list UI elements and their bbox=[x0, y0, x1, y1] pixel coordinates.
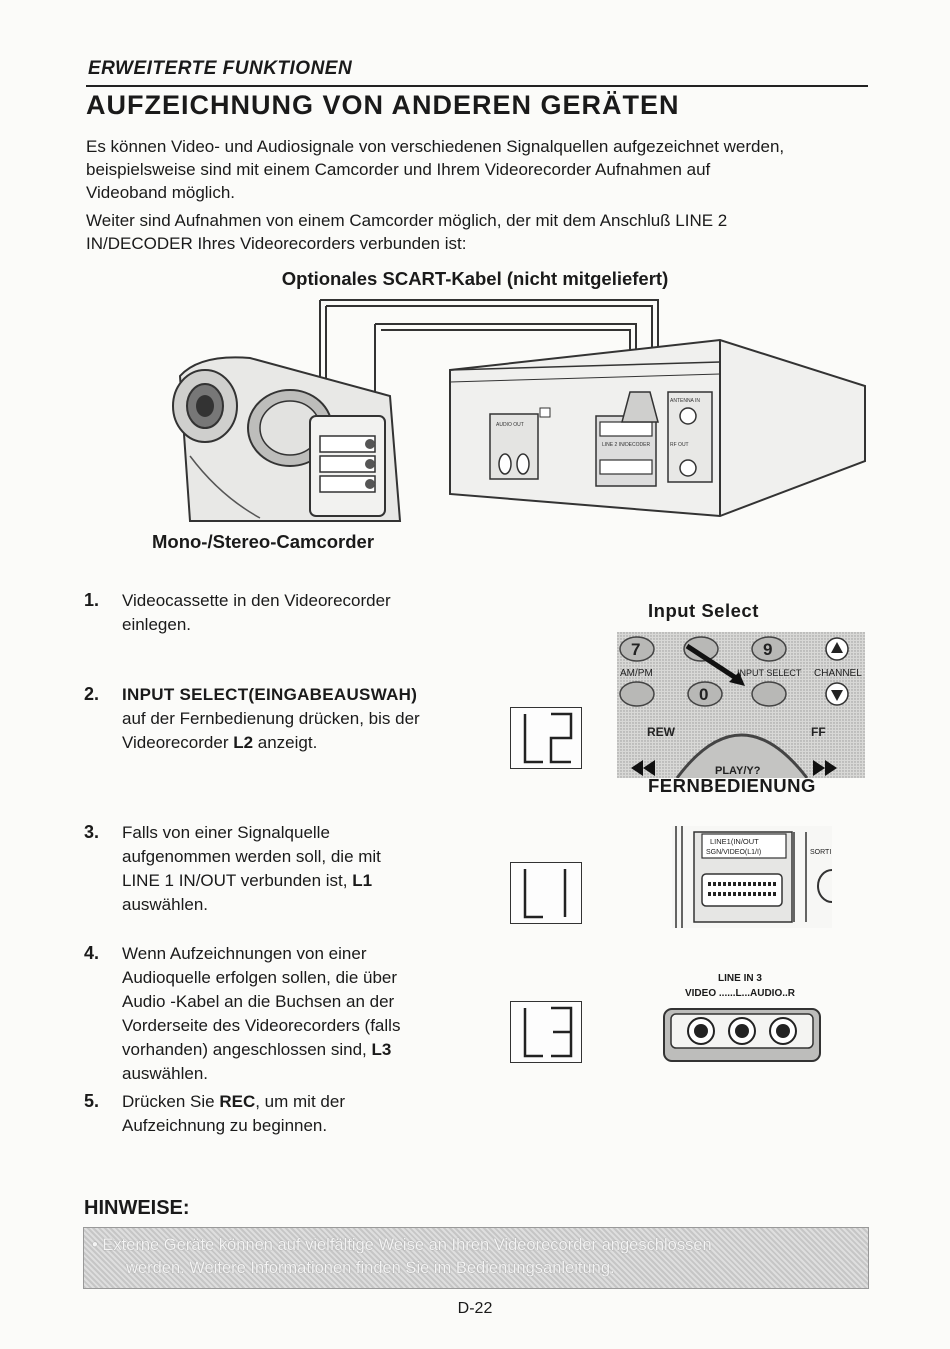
step-5-text: Drücken Sie REC, um mit der Aufzeichnung… bbox=[122, 1092, 345, 1135]
svg-text:SGN/VIDEO(L1/I): SGN/VIDEO(L1/I) bbox=[706, 849, 761, 856]
key-8[interactable] bbox=[683, 636, 719, 662]
cable-title: Optionales SCART-Kabel (nicht mitgeliefe… bbox=[281, 268, 669, 289]
front-panel-jacks bbox=[663, 1008, 821, 1062]
chevron-down-icon bbox=[831, 690, 843, 701]
step-4-text: Wenn Aufzeichnungen von einer Audioquell… bbox=[122, 944, 401, 1083]
arrow-icon bbox=[729, 672, 745, 686]
display-l3: L3 bbox=[510, 1001, 582, 1063]
rewind-icon bbox=[631, 760, 655, 776]
svg-text:INPUT SELECT: INPUT SELECT bbox=[737, 668, 802, 678]
vcr-illustration: AUDIO OUT LINE 2 IN/DECODER ANTENNA IN R… bbox=[449, 338, 866, 518]
notes-box bbox=[83, 1227, 869, 1289]
notes-heading: HINWEISE: bbox=[84, 1197, 190, 1219]
remote-caption-top: Input Select bbox=[648, 600, 759, 621]
intro-line: Videoband möglich. bbox=[86, 183, 236, 202]
step-3-text: Falls von einer Signalquelle aufgenommen… bbox=[122, 823, 381, 914]
svg-text:AM/PM: AM/PM bbox=[620, 668, 653, 679]
header-rule bbox=[86, 85, 868, 87]
vcr-label: LINE 2 IN/DECODER bbox=[602, 442, 650, 448]
notes-text: • Externe Geräte können auf vielfältige … bbox=[92, 1236, 712, 1277]
vcr-label: ANTENNA IN bbox=[670, 398, 700, 404]
remote-caption-bottom: FERNBEDIENUNG bbox=[648, 775, 816, 796]
step-1-text: Videocassette in den Videorecorder einle… bbox=[122, 591, 391, 634]
svg-text:SORTI: SORTI bbox=[810, 849, 831, 856]
camcorder-illustration bbox=[172, 356, 402, 522]
vcr-label: AUDIO OUT bbox=[496, 422, 524, 428]
scart-panel-illustration: LINE1(IN/OUT SGN/VIDEO(L1/I) SORTI bbox=[672, 826, 832, 928]
intro-line: Weiter sind Aufnahmen von einem Camcorde… bbox=[86, 211, 728, 230]
svg-text:PLAY/Y?: PLAY/Y? bbox=[715, 765, 761, 777]
svg-text:7: 7 bbox=[631, 640, 640, 659]
svg-text:CHANNEL: CHANNEL bbox=[814, 668, 862, 679]
step-number: 1. bbox=[84, 590, 100, 610]
audio-right-jack bbox=[776, 1024, 790, 1038]
section-label: ERWEITERTE FUNKTIONEN bbox=[88, 58, 353, 79]
key-9[interactable] bbox=[751, 636, 787, 662]
camcorder-label: Mono-/Stereo-Camcorder bbox=[152, 531, 375, 552]
connection-diagram: AUDIO OUT LINE 2 IN/DECODER ANTENNA IN R… bbox=[172, 299, 866, 522]
step-2-text: INPUT SELECT(EINGABEAUSWAH) auf der Fern… bbox=[122, 683, 452, 755]
input-select-button[interactable] bbox=[751, 681, 787, 707]
svg-text:REW: REW bbox=[647, 725, 676, 739]
page-number: D-22 bbox=[457, 1300, 493, 1317]
pause-button[interactable] bbox=[619, 681, 655, 707]
scart-socket bbox=[701, 873, 783, 907]
fast-forward-icon bbox=[813, 760, 837, 776]
step-number: 3. bbox=[84, 822, 100, 842]
input-select-instruction: INPUT SELECT(EINGABEAUSWAH) bbox=[122, 685, 418, 704]
vcr-label: RF OUT bbox=[670, 442, 689, 448]
svg-text:0: 0 bbox=[699, 685, 708, 704]
page-title: AUFZEICHNUNG VON ANDEREN GERÄTEN bbox=[86, 90, 680, 120]
key-7[interactable] bbox=[619, 636, 655, 662]
intro-line: beispielsweise sind mit einem Camcorder … bbox=[86, 160, 711, 179]
intro-line: IN/DECODER Ihres Videorecorders verbunde… bbox=[86, 234, 467, 253]
display-l1: L1 bbox=[510, 862, 582, 924]
step-number: 5. bbox=[84, 1091, 100, 1111]
video-jack bbox=[694, 1024, 708, 1038]
step-number: 4. bbox=[84, 943, 100, 963]
remote-illustration: 7 9 AM/PM INPUT SELECT CHANNEL 0 REW FF … bbox=[617, 632, 865, 778]
svg-text:LINE1(IN/OUT: LINE1(IN/OUT bbox=[710, 837, 759, 846]
svg-text:FF: FF bbox=[811, 725, 826, 739]
chevron-up-icon bbox=[831, 642, 843, 653]
svg-text:9: 9 bbox=[763, 640, 772, 659]
display-l2: L2 bbox=[510, 707, 582, 769]
front-panel-labels: LINE IN 3 VIDEO ......L...AUDIO..R bbox=[684, 973, 795, 999]
intro-line: Es können Video- und Audiosignale von ve… bbox=[86, 137, 785, 156]
play-button[interactable] bbox=[675, 733, 809, 778]
key-0[interactable] bbox=[687, 681, 723, 707]
audio-left-jack bbox=[735, 1024, 749, 1038]
step-number: 2. bbox=[84, 684, 100, 704]
